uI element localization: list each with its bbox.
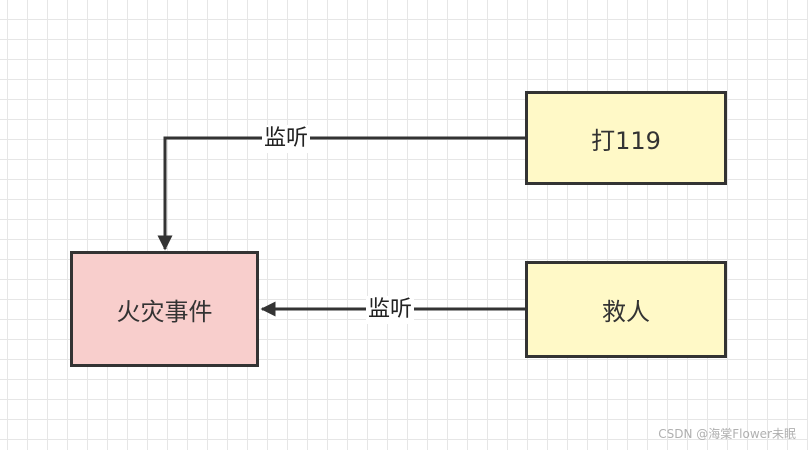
node-call-119[interactable]: 打119 [525,91,727,185]
node-call-119-label: 打119 [591,126,661,155]
node-fire-event[interactable]: 火灾事件 [70,251,259,367]
edge-label-rescue: 监听 [366,296,415,324]
node-rescue-label: 救人 [602,298,650,326]
node-rescue[interactable]: 救人 [525,261,727,358]
edge-label-call: 监听 [262,125,311,153]
node-fire-event-label: 火灾事件 [116,297,213,326]
watermark: CSDN @海棠Flower未眠 [658,427,796,441]
edge-call-to-fire [157,136,525,251]
